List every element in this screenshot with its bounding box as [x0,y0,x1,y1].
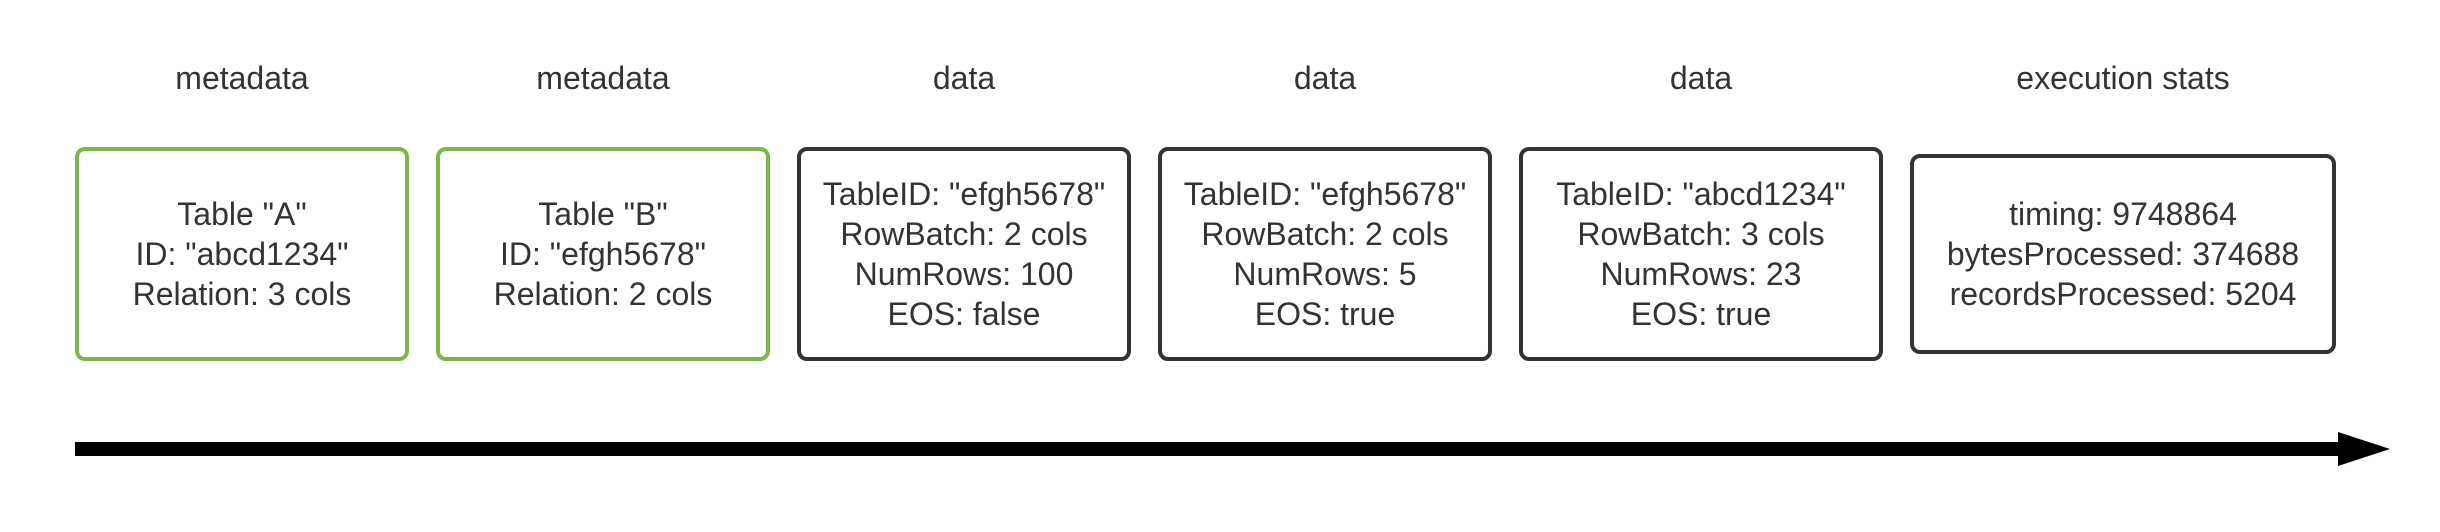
box-line: RowBatch: 2 cols [1201,216,1449,252]
box-line: EOS: true [1630,296,1772,332]
box-line: NumRows: 5 [1233,256,1417,292]
stage-label-5: data [1669,60,1733,96]
metadata-box-table-b: Table "B" ID: "efgh5678" Relation: 2 col… [436,147,770,361]
box-line: EOS: false [887,296,1041,332]
data-box-2: TableID: "efgh5678" RowBatch: 2 cols Num… [1158,147,1492,361]
stage-label-4: data [1293,60,1357,96]
box-line: TableID: "abcd1234" [1556,176,1846,212]
stage-label-2: metadata [536,60,670,96]
box-line: ID: "efgh5678" [500,236,706,272]
box-line: RowBatch: 2 cols [840,216,1088,252]
box-line: EOS: true [1254,296,1396,332]
stage-label-3: data [932,60,996,96]
box-line: Relation: 2 cols [493,276,713,312]
box-line: timing: 9748864 [2009,196,2237,232]
timeline-arrow-head [2338,432,2390,466]
data-box-3: TableID: "abcd1234" RowBatch: 3 cols Num… [1519,147,1883,361]
box-line: ID: "abcd1234" [135,236,349,272]
box-line: Table "A" [177,196,307,232]
execution-stats-box: timing: 9748864 bytesProcessed: 374688 r… [1910,154,2336,354]
box-line: recordsProcessed: 5204 [1949,276,2297,312]
box-line: TableID: "efgh5678" [822,176,1106,212]
stage-label-6: execution stats [2016,60,2230,96]
box-line: NumRows: 23 [1600,256,1802,292]
data-box-1: TableID: "efgh5678" RowBatch: 2 cols Num… [797,147,1131,361]
box-line: Table "B" [538,196,668,232]
box-line: bytesProcessed: 374688 [1946,236,2300,272]
box-line: TableID: "efgh5678" [1183,176,1467,212]
stage-label-1: metadata [175,60,309,96]
metadata-box-table-a: Table "A" ID: "abcd1234" Relation: 3 col… [75,147,409,361]
box-line: Relation: 3 cols [132,276,352,312]
box-line: RowBatch: 3 cols [1577,216,1825,252]
box-line: NumRows: 100 [854,256,1074,292]
